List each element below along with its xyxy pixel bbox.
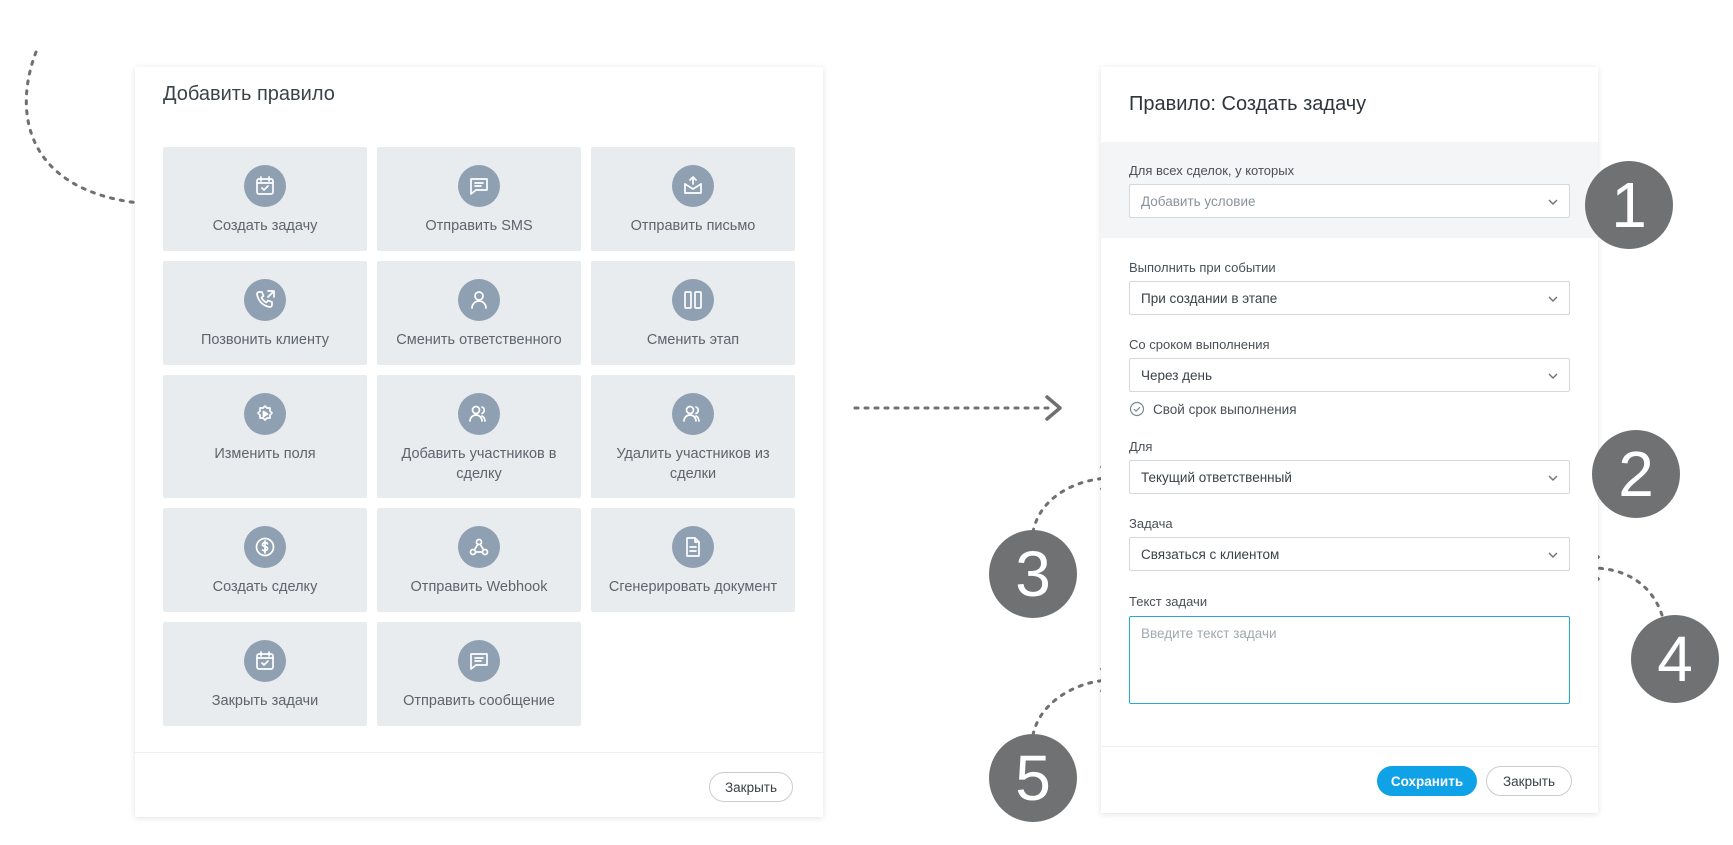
tile-label: Позвонить клиенту (200, 332, 330, 348)
tile-send-sms[interactable]: Отправить SMS (377, 147, 581, 251)
tile-label: Создать задачу (212, 218, 318, 234)
save-button[interactable]: Сохранить (1377, 766, 1477, 796)
tile-label: Сменить ответственного (396, 332, 562, 348)
assignee-value: Текущий ответственный (1141, 469, 1292, 485)
assignee-label: Для (1129, 439, 1153, 454)
users-icon (672, 393, 714, 435)
event-select[interactable]: При создании в этапе (1129, 281, 1570, 315)
tile-call-client[interactable]: Позвонить клиенту (163, 261, 367, 365)
tile-label: Закрыть задачи (211, 693, 319, 709)
custom-deadline-label: Свой срок выполнения (1153, 401, 1297, 417)
event-value: При создании в этапе (1141, 290, 1278, 306)
task-label: Задача (1129, 516, 1173, 531)
tile-generate-document[interactable]: Сгенерировать документ (591, 508, 795, 612)
tile-send-message[interactable]: Отправить сообщение (377, 622, 581, 726)
close-button[interactable]: Закрыть (1486, 766, 1572, 796)
task-text-input[interactable]: Введите текст задачи (1129, 616, 1570, 704)
task-value: Связаться с клиентом (1141, 546, 1280, 562)
tile-send-email[interactable]: Отправить письмо (591, 147, 795, 251)
dollar-icon (244, 526, 286, 568)
badge-3: 3 (989, 530, 1077, 618)
columns-icon (672, 279, 714, 321)
badge-5: 5 (989, 734, 1077, 822)
badge-2: 2 (1592, 430, 1680, 518)
document-icon (672, 526, 714, 568)
tile-change-fields[interactable]: Изменить поля (163, 375, 367, 498)
condition-select[interactable]: Добавить условие (1129, 184, 1570, 218)
tile-change-responsible[interactable]: Сменить ответственного (377, 261, 581, 365)
chevron-down-icon (1548, 475, 1558, 481)
calendar-check-icon (244, 640, 286, 682)
modal-title: Добавить правило (163, 83, 335, 105)
modal-title: Правило: Создать задачу (1129, 93, 1367, 115)
deadline-value: Через день (1141, 367, 1213, 383)
badge-4: 4 (1631, 615, 1719, 703)
rule-create-task-modal: Правило: Создать задачу Для всех сделок,… (1101, 67, 1598, 813)
envelope-icon (672, 165, 714, 207)
check-circle-icon (1129, 401, 1145, 417)
tile-label: Сменить этап (646, 332, 740, 348)
deadline-label: Со сроком выполнения (1129, 337, 1270, 352)
badge-1: 1 (1585, 161, 1673, 249)
gear-play-icon (244, 393, 286, 435)
tile-send-webhook[interactable]: Отправить Webhook (377, 508, 581, 612)
tile-create-deal[interactable]: Создать сделку (163, 508, 367, 612)
chat-icon (458, 640, 500, 682)
assignee-select[interactable]: Текущий ответственный (1129, 460, 1570, 494)
tile-add-participants[interactable]: Добавить участников в сделку (377, 375, 581, 498)
tile-label: Добавить участников в сделку (401, 446, 557, 482)
close-button[interactable]: Закрыть (709, 772, 793, 802)
users-icon (458, 393, 500, 435)
footer-divider (135, 752, 823, 753)
tile-label: Создать сделку (212, 579, 318, 595)
tile-create-task[interactable]: Создать задачу (163, 147, 367, 251)
task-text-placeholder: Введите текст задачи (1141, 626, 1277, 641)
tile-label: Отправить Webhook (410, 579, 548, 595)
tile-label: Отправить SMS (425, 218, 533, 234)
webhook-icon (458, 526, 500, 568)
tile-label: Удалить участников из сделки (616, 446, 770, 482)
user-icon (458, 279, 500, 321)
task-text-label: Текст задачи (1129, 594, 1208, 609)
tile-label: Отправить письмо (630, 218, 756, 234)
condition-label: Для всех сделок, у которых (1129, 163, 1295, 178)
add-rule-modal: Добавить правило Создать задачу Отправит… (135, 67, 823, 817)
tile-label: Сгенерировать документ (608, 579, 778, 595)
chevron-down-icon (1548, 373, 1558, 379)
condition-placeholder: Добавить условие (1141, 193, 1256, 209)
phone-icon (244, 279, 286, 321)
chevron-down-icon (1548, 552, 1558, 558)
chevron-down-icon (1548, 199, 1558, 205)
tile-label: Отправить сообщение (403, 693, 555, 709)
footer-divider (1101, 746, 1598, 747)
chevron-down-icon (1548, 296, 1558, 302)
task-select[interactable]: Связаться с клиентом (1129, 537, 1570, 571)
tile-change-stage[interactable]: Сменить этап (591, 261, 795, 365)
deadline-select[interactable]: Через день (1129, 358, 1570, 392)
custom-deadline-toggle[interactable]: Свой срок выполнения (1129, 401, 1297, 417)
calendar-check-icon (244, 165, 286, 207)
chat-icon (458, 165, 500, 207)
event-label: Выполнить при событии (1129, 260, 1276, 275)
tile-label: Изменить поля (214, 446, 316, 462)
tile-remove-participants[interactable]: Удалить участников из сделки (591, 375, 795, 498)
tile-close-tasks[interactable]: Закрыть задачи (163, 622, 367, 726)
